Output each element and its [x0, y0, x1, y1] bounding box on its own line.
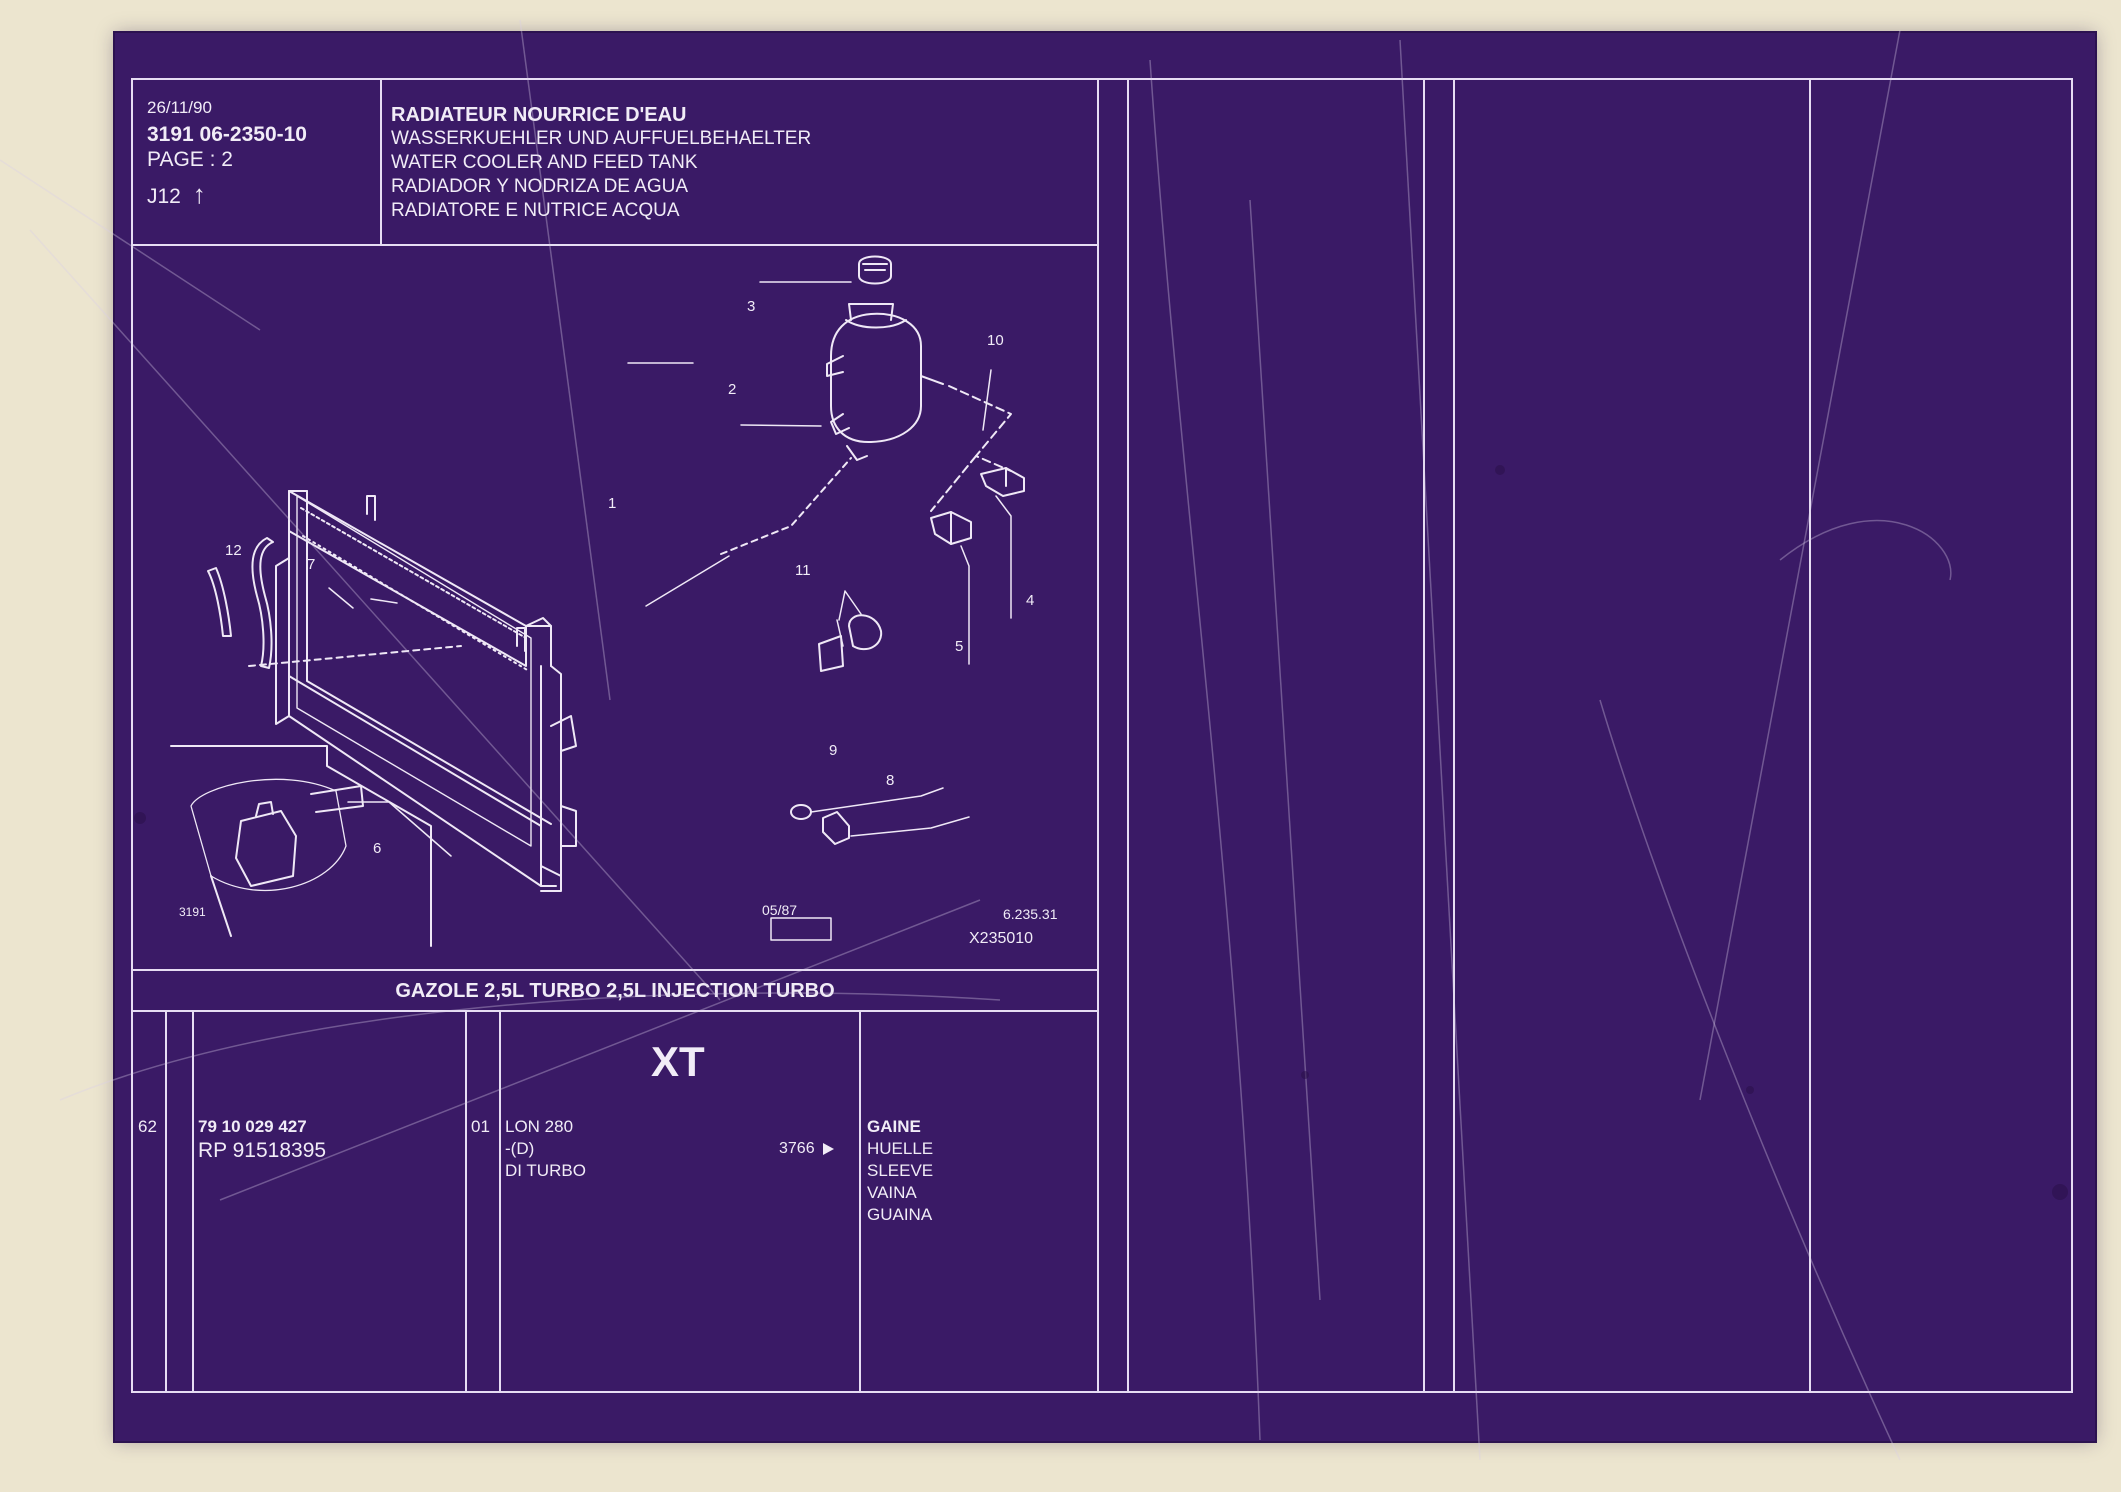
header-page: PAGE : 2	[147, 148, 233, 171]
header-grid: J12 ↑	[147, 181, 206, 207]
diagram-bottom	[131, 969, 1099, 971]
connector-5-drawing	[930, 511, 972, 545]
desc-fr: GAINE	[867, 1117, 921, 1136]
title-it: RADIATORE E NUTRICE ACQUA	[391, 200, 680, 221]
callout-4: 4	[1026, 592, 1035, 609]
diagram-code-left: 3191	[179, 905, 206, 919]
microfiche-sheet: 26/11/90 3191 06-2350-10 PAGE : 2 J12 ↑ …	[115, 33, 2095, 1441]
engine-bar-bottom	[131, 1010, 1099, 1012]
header-date: 26/11/90	[147, 98, 212, 117]
diagram-figure-id: X235010	[969, 930, 1034, 947]
title-de: WASSERKUEHLER UND AUFFUELBEHAELTER	[391, 128, 812, 149]
callout-5: 5	[955, 638, 964, 655]
rp-number: RP 91518395	[198, 1139, 327, 1162]
grid-label: J12	[147, 185, 181, 208]
frame-right	[2071, 78, 2073, 1393]
col-line-c	[465, 1010, 467, 1393]
frame-bottom	[131, 1391, 2073, 1393]
col-line-a	[165, 1010, 167, 1393]
ref-code: 3766	[779, 1140, 835, 1157]
header-bottom	[131, 244, 1099, 246]
header-reference: 3191 06-2350-10	[147, 123, 307, 146]
title-es: RADIADOR Y NODRIZA DE AGUA	[391, 176, 689, 197]
divider-main	[1097, 78, 1099, 1393]
col-line-d	[499, 1010, 501, 1393]
model-label: XT	[651, 1038, 705, 1085]
part-qty: 01	[471, 1117, 490, 1136]
col-line-e	[859, 1010, 861, 1393]
callout-7: 7	[307, 556, 316, 573]
callout-8: 8	[886, 772, 895, 789]
part-index: 62	[138, 1117, 157, 1136]
callout-10: 10	[987, 332, 1004, 349]
callout-3: 3	[747, 298, 756, 315]
inset-6-drawing	[170, 745, 432, 947]
diagram-date-box: 05/87	[762, 902, 798, 918]
connector-4-drawing	[980, 467, 1025, 497]
part-number: 79 10 029 427	[198, 1117, 307, 1136]
callout-6: 6	[373, 840, 382, 857]
desc-de: HUELLE	[867, 1139, 934, 1158]
spec-line-2: -(D)	[505, 1139, 535, 1158]
radiator-drawing	[275, 490, 577, 892]
divider-3	[1423, 78, 1425, 1393]
divider-2	[1127, 78, 1129, 1393]
ref-code-value: 3766	[779, 1140, 815, 1157]
title-en: WATER COOLER AND FEED TANK	[391, 152, 698, 173]
cap-drawing	[858, 255, 892, 285]
desc-en: SLEEVE	[867, 1161, 934, 1180]
callout-12: 12	[225, 542, 242, 559]
leader-lines	[328, 281, 1012, 857]
plug-8-drawing	[822, 811, 850, 845]
divider-4	[1453, 78, 1455, 1393]
spec-line-1: LON 280	[505, 1117, 574, 1136]
washer-9-drawing	[790, 804, 812, 820]
expansion-tank-drawing	[826, 303, 944, 461]
callout-2: 2	[728, 381, 737, 398]
diagram-code-right: 6.235.31	[1003, 906, 1058, 922]
callout-9: 9	[829, 742, 838, 759]
callout-11: 11	[795, 562, 811, 579]
frame-left	[131, 78, 133, 1393]
header-split	[380, 78, 382, 246]
hose-drawing	[207, 537, 274, 669]
callout-1: 1	[608, 495, 617, 512]
grid-arrow-icon: ↑	[192, 179, 206, 209]
desc-it: GUAINA	[867, 1205, 933, 1224]
frame-top	[131, 78, 2073, 80]
title-fr: RADIATEUR NOURRICE D'EAU	[391, 104, 687, 126]
desc-es: VAINA	[867, 1183, 917, 1202]
col-line-b	[192, 1010, 194, 1393]
bracket-11-drawing	[818, 614, 883, 672]
pointer-icon	[823, 1142, 835, 1155]
divider-5	[1809, 78, 1811, 1393]
exploded-diagram	[170, 255, 1025, 947]
spec-line-3: DI TURBO	[505, 1161, 586, 1180]
engine-bar-label: GAZOLE 2,5L TURBO 2,5L INJECTION TURBO	[395, 980, 835, 1002]
